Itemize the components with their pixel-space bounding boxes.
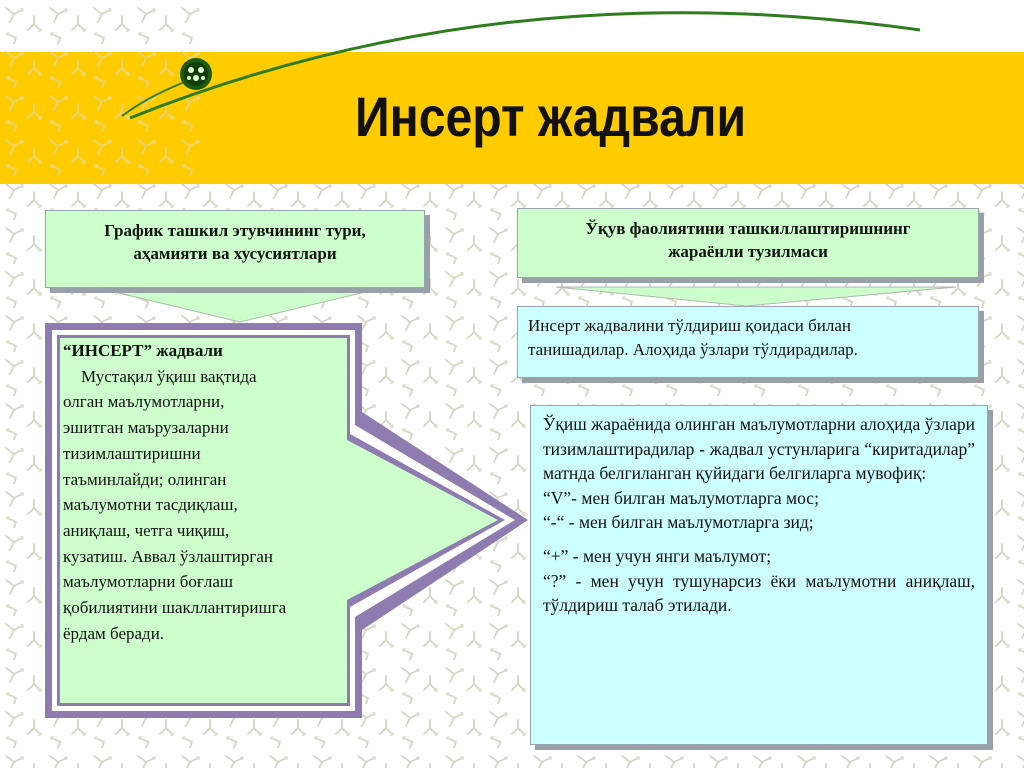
marker-question: “?” - мен учун тушунарсиз ёки маълумотни… [543, 570, 975, 616]
insert-table-description: “ИНСЕРТ” жадвали Мустақил ўқиш вақтида о… [63, 338, 349, 646]
insert-line-11: ёрдам беради. [63, 623, 165, 643]
left-header-box: График ташкил этувчининг тури, аҳамияти … [45, 210, 425, 288]
insert-line-10: қобилиятини шакллантиришга [63, 598, 287, 618]
insert-line-8: кузатиш. Аввал ўзлаштирган [63, 546, 273, 566]
right-header-box: Ўқув фаолиятини ташкиллаштиришнинг жараё… [517, 208, 979, 278]
step-2-intro: Ўқиш жараёнида олинган маълумотларни ало… [543, 414, 975, 484]
green-dot-icon [180, 58, 212, 90]
insert-heading: “ИНСЕРТ” жадвали [63, 341, 223, 360]
insert-line-7: аниқлаш, четга чиқиш, [63, 520, 230, 540]
right-header-line-1: Ўқув фаолиятини ташкиллаштиришнинг [585, 219, 911, 238]
step-1-line-2: танишадилар. Алоҳида ўзлари тўлдирадилар… [528, 340, 858, 359]
insert-line-3: эшитган маърузаларни [63, 418, 229, 438]
left-down-arrow [97, 287, 383, 323]
left-header-line-2: аҳамияти ва хусусиятлари [133, 244, 337, 263]
insert-line-4: тизимлаштиришни [63, 443, 201, 463]
insert-line-1: Мустақил ўқиш вақтида [81, 366, 257, 386]
step-2-box: Ўқиш жараёнида олинган маълумотларни ало… [530, 405, 988, 745]
right-header-line-2: жараёнли тузилмаси [668, 242, 828, 261]
insert-line-2: олган маълумотларни, [63, 392, 225, 412]
marker-v: “V”- мен билган маълумотларга мос; [543, 487, 819, 508]
step-1-line-1: Инсерт жадвалини тўлдириш қоидаси билан [528, 316, 852, 335]
page-title: Инсерт жадвали [355, 85, 747, 148]
step-1-box: Инсерт жадвалини тўлдириш қоидаси билан … [517, 306, 979, 378]
marker-plus: “+” - мен учун янги маълумот; [543, 545, 772, 566]
right-down-arrow [555, 286, 957, 307]
insert-line-6: маълумотни тасдиқлаш, [63, 495, 238, 515]
insert-arrow-frame [45, 323, 528, 718]
insert-line-5: таъминлайди; олинган [63, 469, 227, 489]
green-curve [129, 11, 921, 120]
left-header-line-1: График ташкил этувчининг тури, [104, 221, 366, 240]
insert-line-9: маълумотларни боғлаш [63, 572, 233, 592]
marker-minus: “-“ - мен билган маълумотларга зид; [543, 512, 814, 533]
